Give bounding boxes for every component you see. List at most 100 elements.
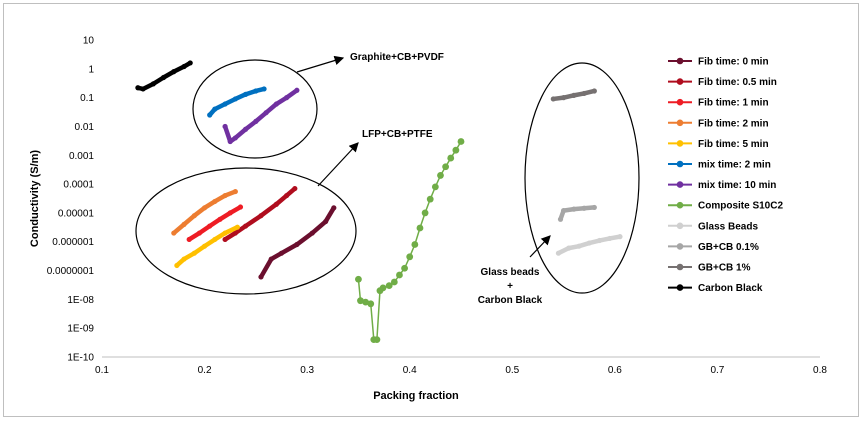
y-tick-label: 0.000001 <box>52 237 94 248</box>
legend-item-8: Composite S10C2 <box>668 201 783 212</box>
data-point <box>411 241 419 248</box>
data-point <box>207 223 213 229</box>
data-point <box>171 69 177 75</box>
data-point <box>284 192 290 199</box>
data-point <box>581 90 587 97</box>
legend-swatch-marker <box>676 140 684 147</box>
legend-label: Carbon Black <box>698 283 763 294</box>
ellipse-glass-beads-group <box>524 62 640 294</box>
data-point <box>253 88 259 94</box>
data-point <box>309 230 315 236</box>
data-point <box>222 192 228 199</box>
data-point <box>263 110 269 116</box>
data-point <box>373 336 381 344</box>
legend-swatch-marker <box>676 263 684 271</box>
data-point <box>212 236 218 243</box>
data-point <box>323 218 329 225</box>
y-tick-label: 0.01 <box>75 122 95 133</box>
data-point <box>160 74 167 81</box>
data-point <box>207 112 213 118</box>
data-point <box>273 201 279 207</box>
data-point <box>227 210 233 216</box>
data-point <box>355 275 362 283</box>
group-ellipses <box>135 59 640 295</box>
series-layer <box>135 60 623 344</box>
arrow-glass-beads <box>529 235 551 258</box>
legend-swatch-marker <box>676 160 684 168</box>
legend-label: GB+CB 1% <box>698 263 751 274</box>
data-point <box>212 198 218 205</box>
legend-swatch-marker <box>676 243 684 250</box>
y-tick-label: 0.1 <box>80 93 94 104</box>
y-axis-title: Conductivity (S/m) <box>29 150 41 248</box>
y-tick-label: 1E-08 <box>67 295 94 306</box>
data-point <box>232 96 238 102</box>
data-point <box>560 208 567 214</box>
annotation-glass-beads-line3: Carbon Black <box>478 295 543 306</box>
annotation-glass-beads-line1: Glass beads <box>481 267 540 278</box>
data-point <box>357 297 364 305</box>
y-tick-label: 10 <box>83 36 95 47</box>
data-point <box>261 86 267 92</box>
data-point <box>201 243 208 249</box>
arrow-lfp <box>317 142 359 187</box>
legend-label: Fib time: 0.5 min <box>698 77 777 88</box>
series-10 <box>557 204 597 222</box>
series-4 <box>171 188 238 236</box>
series-11 <box>550 88 597 102</box>
legend-item-3: Fib time: 1 min <box>668 98 769 109</box>
y-tick-label: 0.001 <box>69 151 94 162</box>
data-point <box>174 262 180 269</box>
data-point <box>385 282 393 290</box>
data-point <box>452 146 460 154</box>
annotation-lfp: LFP+CB+PTFE <box>362 129 433 140</box>
data-point <box>140 86 146 92</box>
data-point <box>607 235 613 242</box>
x-tick-label: 0.4 <box>403 365 417 376</box>
legend-label: Fib time: 1 min <box>698 98 769 109</box>
y-tick-label: 1E-10 <box>67 353 94 364</box>
annotation-graphite: Graphite+CB+PVDF <box>350 52 444 63</box>
data-point <box>181 221 187 227</box>
x-tick-label: 0.1 <box>95 365 109 376</box>
data-point <box>591 88 597 94</box>
data-point <box>222 123 228 130</box>
legend-item-10: GB+CB 0.1% <box>668 242 759 253</box>
data-point <box>331 205 337 211</box>
y-tick-label: 0.00001 <box>58 208 95 219</box>
x-tick-label: 0.6 <box>608 365 622 376</box>
data-point <box>560 95 567 101</box>
data-point <box>212 106 218 112</box>
data-point <box>232 135 238 141</box>
data-point <box>550 96 556 102</box>
data-point <box>222 101 228 107</box>
data-point <box>268 256 274 262</box>
data-point <box>442 163 450 171</box>
legend-item-9: Glass Beads <box>668 221 758 232</box>
series-1 <box>258 205 337 280</box>
data-point <box>135 85 141 91</box>
legend-item-6: mix time: 2 min <box>668 160 771 171</box>
legend-label: Glass Beads <box>698 221 758 232</box>
legend-swatch-marker <box>676 181 684 188</box>
data-point <box>379 284 387 292</box>
series-9 <box>555 234 623 256</box>
legend-item-11: GB+CB 1% <box>668 263 751 274</box>
data-point <box>222 230 228 236</box>
series-line <box>357 141 462 341</box>
data-point <box>150 81 156 87</box>
data-point <box>292 185 298 192</box>
ellipse-graphite-group <box>192 59 318 159</box>
legend-swatch-marker <box>676 201 684 209</box>
legend-label: Composite S10C2 <box>698 201 783 212</box>
data-point <box>181 63 187 70</box>
data-point <box>278 250 285 256</box>
x-axis-title: Packing fraction <box>373 390 459 402</box>
data-point <box>591 204 597 211</box>
data-point <box>362 298 370 306</box>
data-point <box>294 87 300 93</box>
data-point <box>571 92 577 98</box>
